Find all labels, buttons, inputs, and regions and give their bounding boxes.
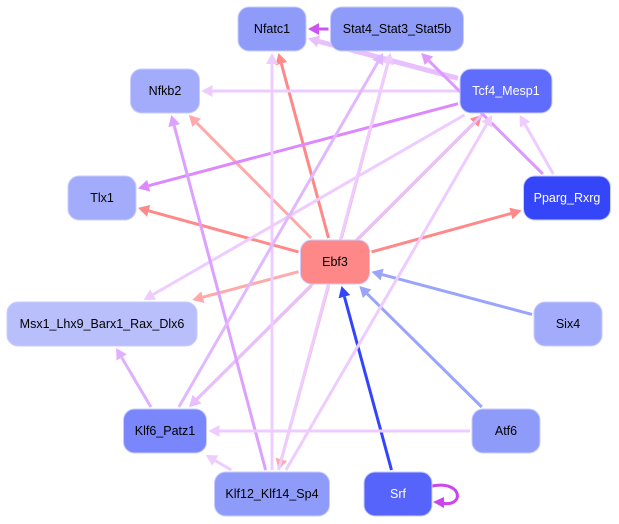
- edge-Tcf4-Tlx1: [138, 102, 459, 192]
- node-label: Tcf4_Mesp1: [472, 84, 539, 98]
- node-Six4[interactable]: Six4: [533, 301, 603, 347]
- node-box: [330, 6, 464, 52]
- node-box: [67, 175, 137, 221]
- node-Klf12[interactable]: Klf12_Klf14_Sp4: [214, 471, 330, 517]
- edge-Atf6-Klf6: [208, 425, 470, 437]
- node-Pparg[interactable]: Pparg_Rxrg: [523, 175, 611, 221]
- node-label: Ebf3: [322, 255, 348, 269]
- node-label: Stat4_Stat3_Stat5b: [343, 22, 451, 36]
- edge-Six4-Ebf3: [371, 268, 533, 316]
- node-box: [523, 175, 611, 221]
- node-label: Tlx1: [90, 191, 114, 205]
- node-box: [123, 408, 207, 454]
- node-box: [237, 6, 307, 52]
- node-label: Klf6_Patz1: [135, 424, 196, 438]
- edge-Ebf3-Pparg: [371, 207, 522, 254]
- node-label: Srf: [390, 487, 407, 501]
- node-box: [300, 239, 370, 285]
- edge-Klf12-Nfatc1: [266, 53, 278, 470]
- edges: [116, 23, 555, 508]
- node-Tlx1[interactable]: Tlx1: [67, 175, 137, 221]
- node-Atf6[interactable]: Atf6: [471, 408, 541, 454]
- node-box: [459, 68, 553, 114]
- edge-Ebf3-Tlx1: [138, 205, 299, 254]
- edge-Tcf4-Msx1: [143, 113, 466, 300]
- node-Tcf4[interactable]: Tcf4_Mesp1: [459, 68, 553, 114]
- edge-Ebf3-Nfkb2: [188, 115, 313, 240]
- node-label: Msx1_Lhx9_Barx1_Rax_Dlx6: [20, 317, 185, 331]
- node-Nfkb2[interactable]: Nfkb2: [130, 68, 200, 114]
- edge-Ebf3-Nfatc1: [275, 53, 330, 239]
- node-Srf[interactable]: Srf: [363, 471, 433, 517]
- node-label: Atf6: [495, 424, 517, 438]
- node-box: [214, 471, 330, 517]
- edge-Klf12-Tcf4: [284, 115, 493, 471]
- edge-Tcf4-Nfkb2: [201, 85, 458, 97]
- node-label: Six4: [556, 317, 580, 331]
- edge-Klf6-Msx1: [116, 348, 153, 408]
- node-label: Nfatc1: [254, 22, 290, 36]
- node-Msx1[interactable]: Msx1_Lhx9_Barx1_Rax_Dlx6: [6, 301, 198, 347]
- edge-Pparg-Tcf4: [519, 115, 555, 175]
- node-label: Pparg_Rxrg: [534, 191, 601, 205]
- edge-Klf12-Klf6: [205, 455, 232, 472]
- node-box: [363, 471, 433, 517]
- node-box: [6, 301, 198, 347]
- edge-Pparg-Stat4: [421, 53, 544, 176]
- edge-Ebf3-Msx1: [192, 270, 299, 303]
- node-box: [130, 68, 200, 114]
- node-Klf6[interactable]: Klf6_Patz1: [123, 408, 207, 454]
- edge-Klf12-Nfkb2: [168, 115, 268, 471]
- edge-Srf-Srf: [431, 483, 459, 508]
- node-box: [471, 408, 541, 454]
- edge-Atf6-Ebf3: [359, 286, 483, 409]
- edge-Stat4-Nfatc1: [308, 23, 329, 35]
- node-box: [533, 301, 603, 347]
- node-Nfatc1[interactable]: Nfatc1: [237, 6, 307, 52]
- node-label: Klf12_Klf14_Sp4: [225, 487, 318, 501]
- node-label: Nfkb2: [149, 84, 182, 98]
- node-Ebf3[interactable]: Ebf3: [300, 239, 370, 285]
- edge-Srf-Ebf3: [338, 286, 393, 471]
- edge-Klf6-Stat4: [177, 53, 384, 408]
- node-Stat4[interactable]: Stat4_Stat3_Stat5b: [330, 6, 464, 52]
